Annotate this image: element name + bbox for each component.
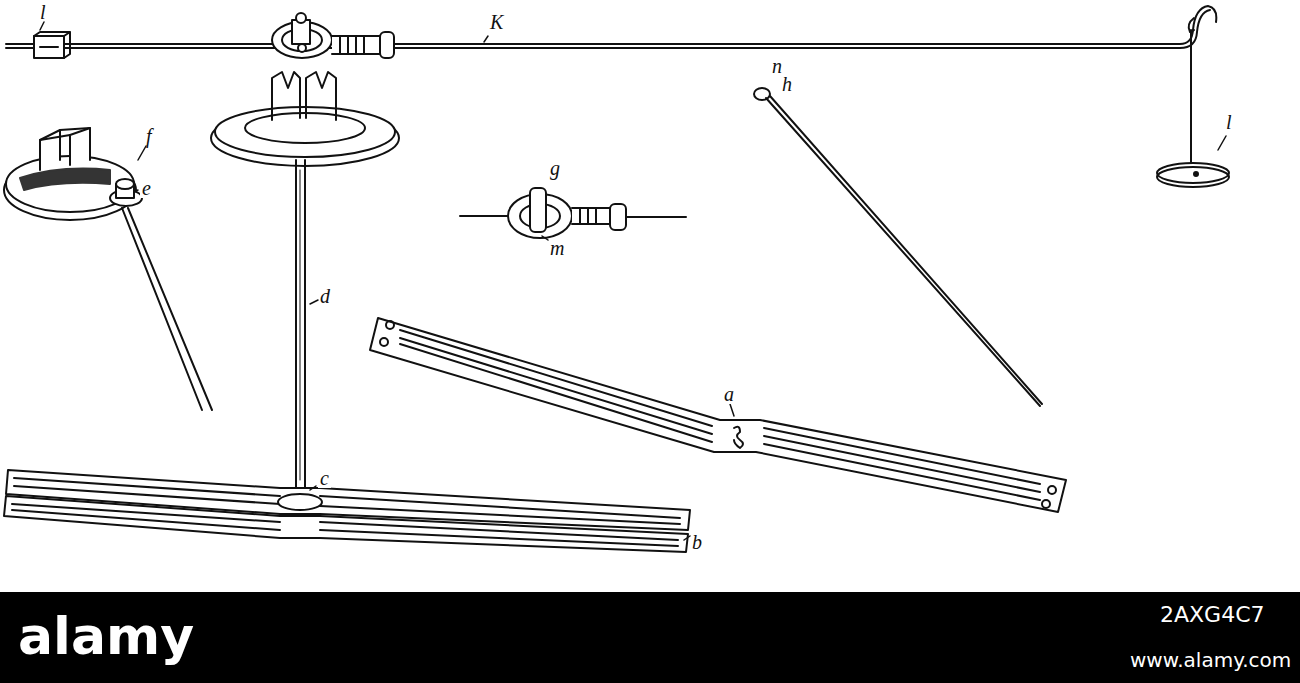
clamp <box>460 188 686 238</box>
part-letter: m <box>550 238 564 258</box>
part-letter: g <box>548 158 562 178</box>
part-letter: a <box>722 384 736 404</box>
part-letter: f <box>146 126 152 146</box>
part-letter: e <box>140 178 153 198</box>
part-letter: l <box>40 2 46 22</box>
watermark-text: 2AXG4C7 <box>1160 604 1265 626</box>
beam <box>6 6 1229 187</box>
pin <box>110 179 212 410</box>
rod <box>754 88 1042 406</box>
part-letter: d <box>320 286 330 306</box>
part-letter: b <box>692 532 702 552</box>
slotted-disk <box>4 128 136 220</box>
stand <box>211 72 399 490</box>
watermark-text: www.alamy.com <box>1130 650 1291 670</box>
part-letter: l <box>1226 112 1232 132</box>
part-letter: K <box>490 12 503 32</box>
watermark-band <box>0 592 1300 683</box>
part-letter: h <box>780 74 794 94</box>
flat-bar <box>370 318 1066 512</box>
part-letter: n <box>770 56 784 76</box>
cross-bars <box>4 470 690 552</box>
leader-lines <box>40 22 1226 540</box>
watermark-text: alamy <box>18 610 194 662</box>
part-letter: c <box>318 468 331 488</box>
